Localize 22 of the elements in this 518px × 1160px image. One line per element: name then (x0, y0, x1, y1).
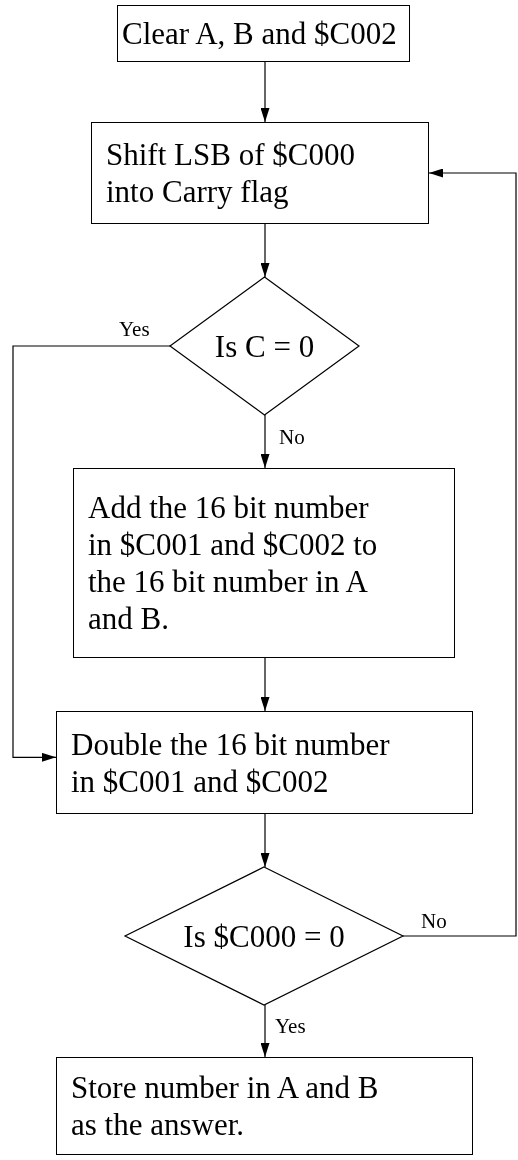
step-text: Double the 16 bit number in $C001 and $C002 (71, 725, 391, 800)
arrow (12, 345, 171, 762)
arrow (260, 1004, 270, 1058)
decision-diamond (125, 867, 403, 1005)
step-text: Shift LSB of $C000 into Carry flag (106, 136, 356, 210)
arrow (260, 657, 270, 712)
arrow (260, 414, 270, 469)
process-box (56, 1057, 473, 1155)
step-text: Store number in A and B as the answer. (71, 1069, 380, 1143)
arrow (260, 813, 270, 868)
process-box (73, 468, 455, 658)
step-text: Add the 16 bit number in $C001 and $C002 to the 16 bit number in A and B. (88, 489, 379, 637)
decision-diamond (170, 277, 359, 415)
step-text: Clear A, B and $C002 (122, 15, 398, 52)
arrow (260, 61, 270, 123)
arrow (402, 168, 517, 937)
arrow (260, 223, 270, 278)
step-text: Is $C000 = 0 (183, 917, 345, 955)
process-box (56, 711, 473, 814)
process-box (117, 5, 410, 62)
process-box (91, 122, 429, 224)
step-text: Is C = 0 (214, 327, 315, 365)
